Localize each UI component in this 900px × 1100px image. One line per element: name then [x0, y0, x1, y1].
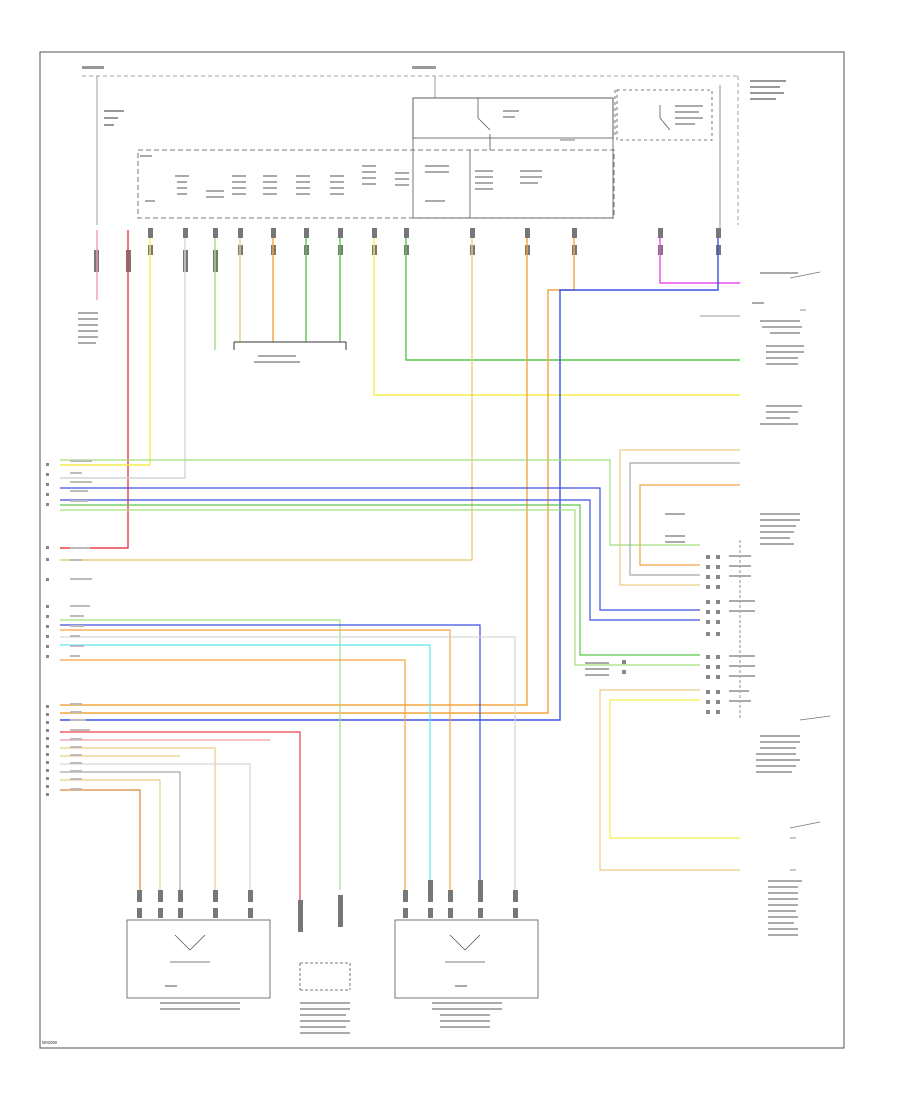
wires-right-upper — [599, 449, 740, 871]
wires-vertical-top — [60, 230, 740, 721]
control-module-box — [137, 89, 713, 219]
relay-switch — [477, 98, 671, 150]
diagram-frame — [39, 51, 845, 1049]
module-connector-pins — [94, 228, 721, 272]
module-pin-labels — [140, 105, 703, 202]
top-fuse-labels — [82, 66, 786, 126]
diagram-code: M02060 — [42, 1040, 58, 1045]
right-connector-block — [622, 555, 720, 714]
wires-horizontal-mid — [60, 459, 700, 900]
left-pin-numbers — [46, 463, 49, 796]
bottom-actuator-right — [394, 919, 539, 999]
ground-bus — [233, 341, 347, 350]
left-top-labels — [78, 312, 300, 363]
bottom-labels — [160, 985, 502, 1034]
bottom-actuator-left — [126, 919, 271, 999]
power-feed-line — [82, 75, 740, 230]
right-edge-connectors — [789, 271, 831, 871]
bottom-connector-pins — [137, 880, 518, 932]
left-wire-labels — [70, 460, 92, 790]
right-side-labels — [585, 272, 804, 936]
bottom-sensor-mid — [299, 962, 351, 991]
